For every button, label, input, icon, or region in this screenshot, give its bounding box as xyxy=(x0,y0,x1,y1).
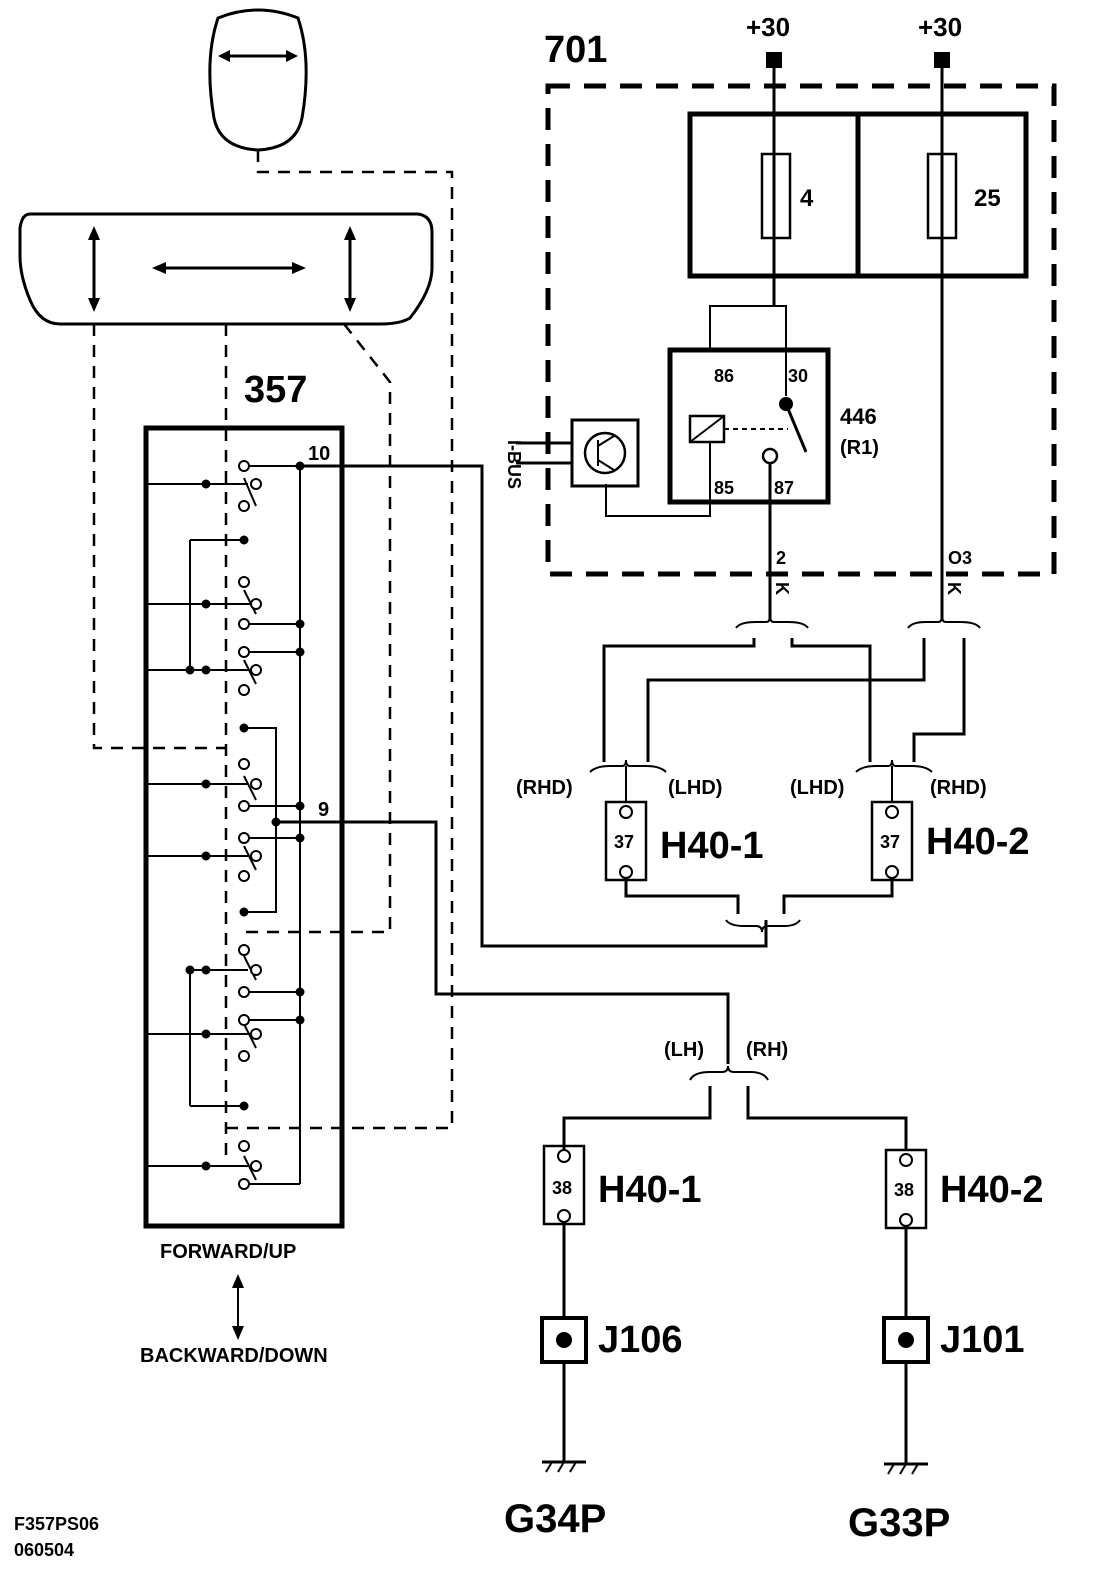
pin-10-label: 10 xyxy=(308,443,330,465)
relay-pin-87: 87 xyxy=(774,478,794,498)
conn-38-right-num: 38 xyxy=(894,1180,914,1200)
backward-down-label: BACKWARD/DOWN xyxy=(140,1345,328,1367)
h40-1-top-label: H40-1 xyxy=(660,825,764,867)
relay-446-label: 446 xyxy=(840,404,877,429)
rhd-left-label: (RHD) xyxy=(516,777,573,799)
relay-pin-30: 30 xyxy=(788,366,808,386)
supply-right-label: +30 xyxy=(918,12,962,42)
ground-branch-left: J106 G34P xyxy=(504,1222,683,1541)
conn-37-left-num: 37 xyxy=(614,832,634,852)
split-wiring-38: (LH) (RH) xyxy=(562,1039,908,1150)
module-701-label: 701 xyxy=(544,29,607,71)
lh-label: (LH) xyxy=(664,1039,704,1061)
wire-2-label: 2 xyxy=(776,548,786,568)
supply-lines: +30 +30 2 K O3 K xyxy=(746,12,972,620)
connector-38-right: 38 H40-2 xyxy=(884,1148,1044,1230)
fuse-25-label: 25 xyxy=(974,185,1001,212)
relay-pin-86: 86 xyxy=(714,366,734,386)
switch-357-label: 357 xyxy=(244,369,307,411)
relay-pin-85: 85 xyxy=(714,478,734,498)
document-code: F357PS06 060504 xyxy=(14,1514,99,1560)
module-701: 701 4 25 86 30 85 87 446 (R1) I-BUS xyxy=(504,29,1057,577)
supply-left-label: +30 xyxy=(746,12,790,42)
merge-37 xyxy=(624,878,894,933)
conn-37-right-num: 37 xyxy=(880,832,900,852)
split-wiring-37: (RHD) (LHD) (LHD) (RHD) xyxy=(516,615,987,802)
seat-switch-357: 357 xyxy=(143,369,345,1229)
connector-37-left: 37 H40-1 xyxy=(604,800,764,882)
lhd-left-label: (LHD) xyxy=(668,777,722,799)
switch-output-wires xyxy=(276,464,768,1064)
h40-2-bottom-label: H40-2 xyxy=(940,1169,1044,1211)
headrest-symbol xyxy=(208,8,308,152)
wire-2-color: K xyxy=(772,582,792,595)
h40-2-top-label: H40-2 xyxy=(926,821,1030,863)
j101-label: J101 xyxy=(940,1319,1025,1361)
pin-9-label: 9 xyxy=(318,799,329,821)
conn-38-left-num: 38 xyxy=(552,1178,572,1198)
j106-label: J106 xyxy=(598,1319,683,1361)
wire-o3-color: K xyxy=(944,582,964,595)
ground-branch-right: J101 G33P xyxy=(848,1226,1025,1545)
g34p-label: G34P xyxy=(504,1497,606,1541)
mechanical-links xyxy=(92,150,454,1160)
connector-38-left: 38 H40-1 xyxy=(542,1144,702,1226)
rhd-right-label: (RHD) xyxy=(930,777,987,799)
doc-date-label: 060504 xyxy=(14,1540,74,1560)
rh-label: (RH) xyxy=(746,1039,788,1061)
doc-code-label: F357PS06 xyxy=(14,1514,99,1534)
lhd-right-label: (LHD) xyxy=(790,777,844,799)
fuse-4-label: 4 xyxy=(800,185,814,212)
g33p-label: G33P xyxy=(848,1501,950,1545)
forward-up-label: FORWARD/UP xyxy=(160,1241,296,1263)
seat-cushion-symbol xyxy=(18,212,434,326)
h40-1-bottom-label: H40-1 xyxy=(598,1169,702,1211)
connector-37-right: 37 H40-2 xyxy=(870,800,1030,882)
direction-legend: FORWARD/UP BACKWARD/DOWN xyxy=(140,1241,328,1367)
relay-r1-label: (R1) xyxy=(840,437,879,459)
ibus-label: I-BUS xyxy=(504,440,524,489)
wire-o3-label: O3 xyxy=(948,548,972,568)
